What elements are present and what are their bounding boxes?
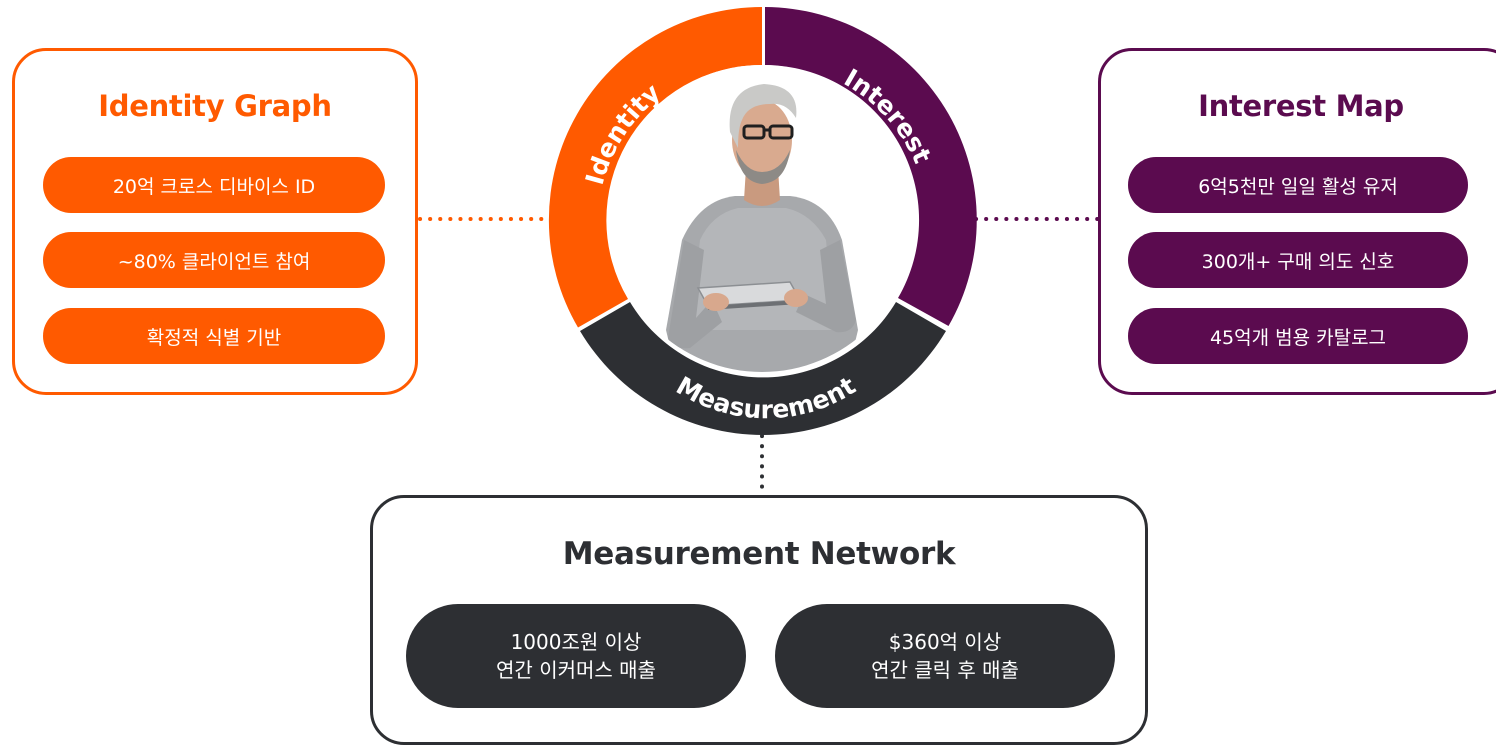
measurement-network-title: Measurement Network	[562, 536, 956, 572]
person-illustration	[666, 84, 858, 372]
identity-graph-panel: Identity Graph 20억 크로스 디바이스 ID ~80% 클라이언…	[12, 48, 418, 395]
measurement-segment	[580, 302, 946, 436]
identity-item: ~80% 클라이언트 참여	[43, 232, 385, 288]
measurement-network-panel: Measurement Network 1000조원 이상 연간 이커머스 매출…	[370, 495, 1148, 745]
identity-segment	[548, 6, 762, 328]
interest-item: 6억5천만 일일 활성 유저	[1128, 157, 1468, 213]
interest-map-title: Interest Map	[1198, 89, 1404, 123]
measurement-item-line2: 연간 이커머스 매출	[496, 658, 656, 682]
measurement-item-line1: $360억 이상	[888, 630, 1002, 654]
interest-map-panel: Interest Map 6억5천만 일일 활성 유저 300개+ 구매 의도 …	[1098, 48, 1496, 395]
identity-item: 20억 크로스 디바이스 ID	[43, 157, 385, 213]
identity-graph-title: Identity Graph	[98, 89, 332, 123]
interest-segment	[765, 7, 977, 326]
measurement-item: $360억 이상 연간 클릭 후 매출	[775, 604, 1115, 708]
interest-item: 45억개 범용 카탈로그	[1128, 308, 1468, 364]
connector-lines	[418, 217, 1100, 494]
measurement-item: 1000조원 이상 연간 이커머스 매출	[406, 604, 746, 708]
interest-item: 300개+ 구매 의도 신호	[1128, 232, 1468, 288]
measurement-item-line1: 1000조원 이상	[510, 630, 642, 654]
measurement-item-line2: 연간 클릭 후 매출	[871, 658, 1019, 682]
identity-item: 확정적 식별 기반	[43, 308, 385, 364]
